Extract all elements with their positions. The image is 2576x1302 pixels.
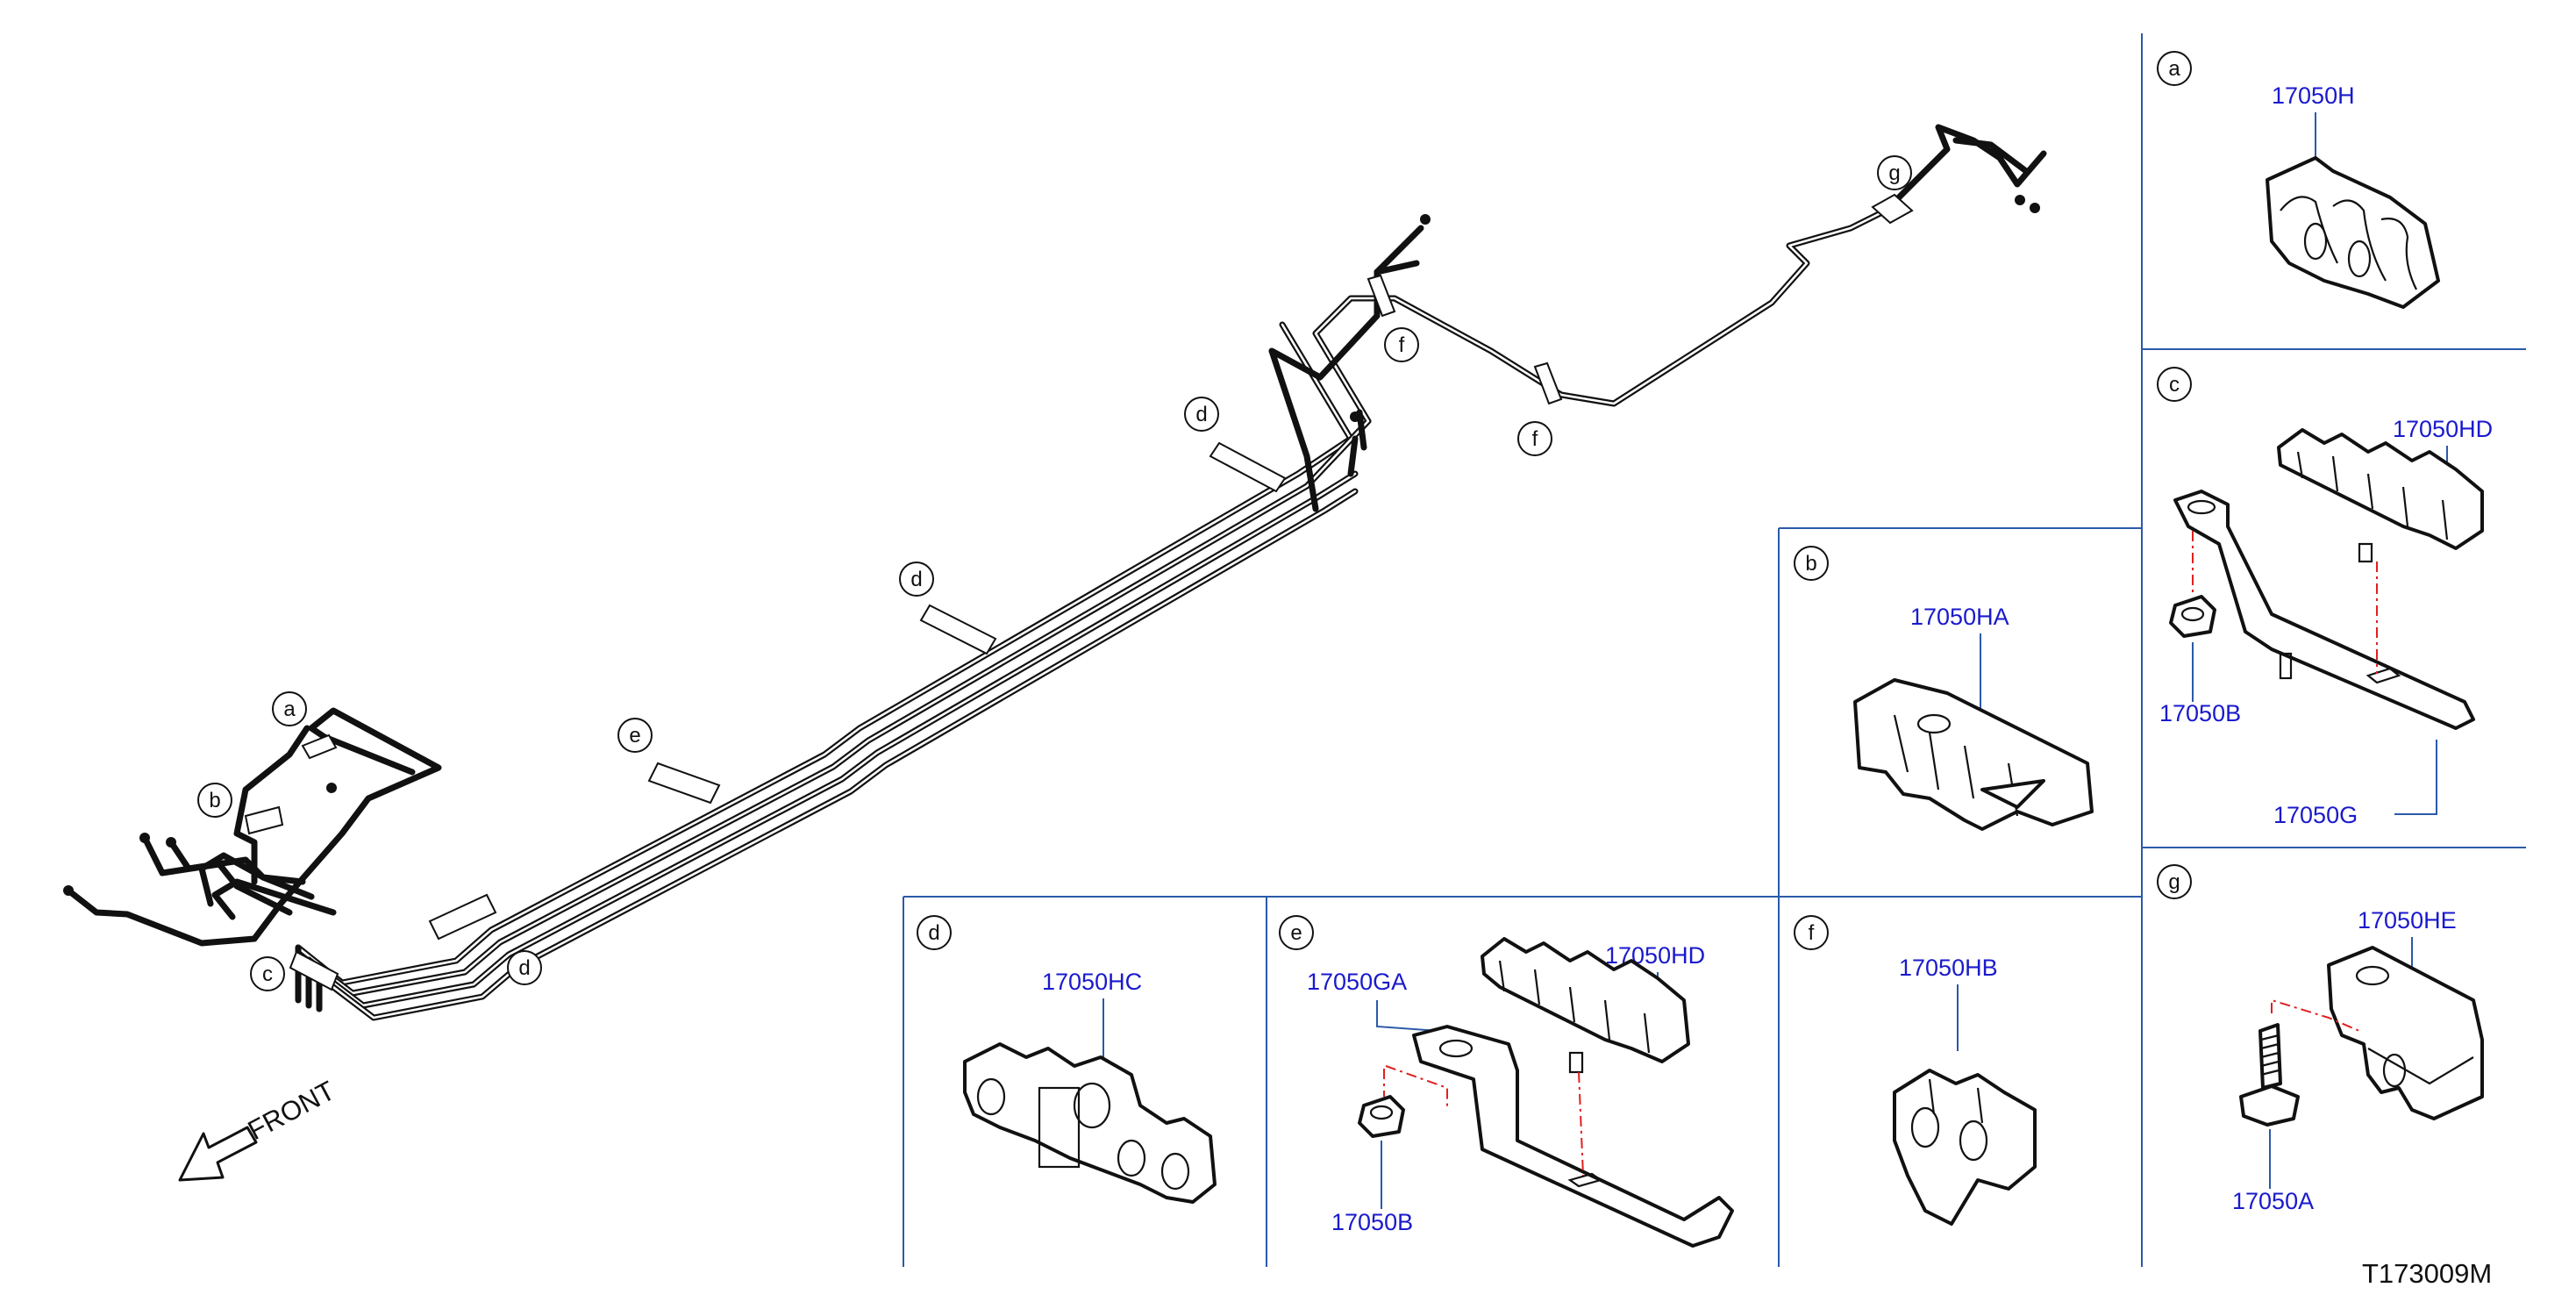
- clip-markers: [244, 193, 1914, 991]
- main-tube-3: [316, 470, 1359, 1009]
- part-17050HA: 17050HA: [1910, 604, 2009, 630]
- svg-text:f: f: [1532, 427, 1538, 451]
- clip-17050HD-c-drawing: [2277, 428, 2484, 563]
- part-17050HD-c: 17050HD: [2393, 416, 2493, 442]
- tube-assembly: [63, 124, 2047, 1021]
- part-17050HC: 17050HC: [1042, 969, 1142, 995]
- panel-c-letter: c: [2169, 373, 2180, 397]
- panel-b: b 17050HA: [1794, 546, 2094, 831]
- rear-tube: [1268, 124, 2047, 512]
- nut-17050B-c-drawing: [2169, 595, 2216, 638]
- svg-text:e: e: [629, 724, 640, 748]
- clip-17050HC-drawing: [963, 1042, 1217, 1204]
- panel-f-letter: f: [1809, 921, 1815, 945]
- svg-text:c: c: [262, 962, 273, 986]
- panel-c: c 17050HD 17050B 17050G: [2157, 367, 2493, 828]
- main-tube-2: [305, 207, 1889, 997]
- callout-f-main-1: f: [1384, 327, 1419, 362]
- block-17050HE-drawing: [2327, 946, 2484, 1120]
- panel-d-letter: d: [928, 921, 939, 945]
- part-17050G: 17050G: [2273, 802, 2358, 828]
- clip-17050HA-drawing: [1853, 678, 2094, 831]
- front-tube-bundle: [63, 707, 442, 1012]
- bracket-17050GA-drawing: [1412, 1025, 1734, 1248]
- part-17050HE: 17050HE: [2358, 907, 2457, 934]
- main-tube-1: [295, 321, 1354, 986]
- nut-17050B-e-drawing: [1358, 1095, 1405, 1138]
- svg-text:d: d: [910, 568, 922, 591]
- callout-c-main: c: [250, 956, 285, 991]
- panel-a-letter: a: [2168, 57, 2180, 81]
- svg-text:d: d: [1195, 403, 1207, 426]
- panel-b-letter: b: [1805, 552, 1816, 576]
- clip-17050H-drawing: [2266, 156, 2440, 309]
- main-tube-4: [326, 488, 1359, 1021]
- part-17050B-e: 17050B: [1331, 1209, 1413, 1235]
- bracket-17050G-drawing: [2173, 490, 2475, 730]
- reference-code: T173009M: [2362, 1258, 2492, 1289]
- front-label: FRONT: [243, 1075, 340, 1146]
- part-17050H: 17050H: [2272, 82, 2355, 109]
- part-17050HB: 17050HB: [1899, 955, 1998, 981]
- clip-17050HD-e-drawing: [1481, 937, 1690, 1074]
- panel-a: a 17050H: [2157, 51, 2440, 309]
- callout-d-main-1: d: [507, 950, 542, 985]
- panel-g-letter: g: [2168, 870, 2180, 894]
- svg-text:a: a: [283, 698, 296, 721]
- part-17050A: 17050A: [2232, 1188, 2314, 1214]
- callout-e-main: e: [617, 718, 653, 753]
- svg-text:g: g: [1888, 161, 1900, 185]
- callout-b-main: b: [197, 783, 232, 818]
- panel-f: f 17050HB: [1794, 915, 2037, 1226]
- callout-d-main-3: d: [1184, 397, 1219, 432]
- callout-a-main: a: [272, 691, 307, 726]
- svg-text:f: f: [1399, 333, 1405, 357]
- part-17050B-c: 17050B: [2159, 700, 2241, 726]
- panel-g: g 17050HE 17050A: [2157, 864, 2484, 1214]
- clip-17050HB-drawing: [1893, 1069, 2037, 1226]
- svg-text:b: b: [209, 789, 220, 812]
- bolt-17050A-drawing: [2239, 1023, 2300, 1127]
- callout-g-main: g: [1877, 155, 1912, 190]
- panel-borders: [903, 33, 2526, 1267]
- front-arrow: FRONT: [178, 1075, 340, 1182]
- panel-e-letter: e: [1290, 921, 1302, 945]
- svg-text:d: d: [518, 956, 530, 980]
- callout-f-main-2: f: [1517, 421, 1552, 456]
- panel-e: e 17050GA 17050HD 17050B: [1279, 915, 1734, 1248]
- callout-d-main-2: d: [899, 562, 934, 597]
- part-17050GA: 17050GA: [1307, 969, 1407, 995]
- panel-d: d 17050HC: [917, 915, 1217, 1204]
